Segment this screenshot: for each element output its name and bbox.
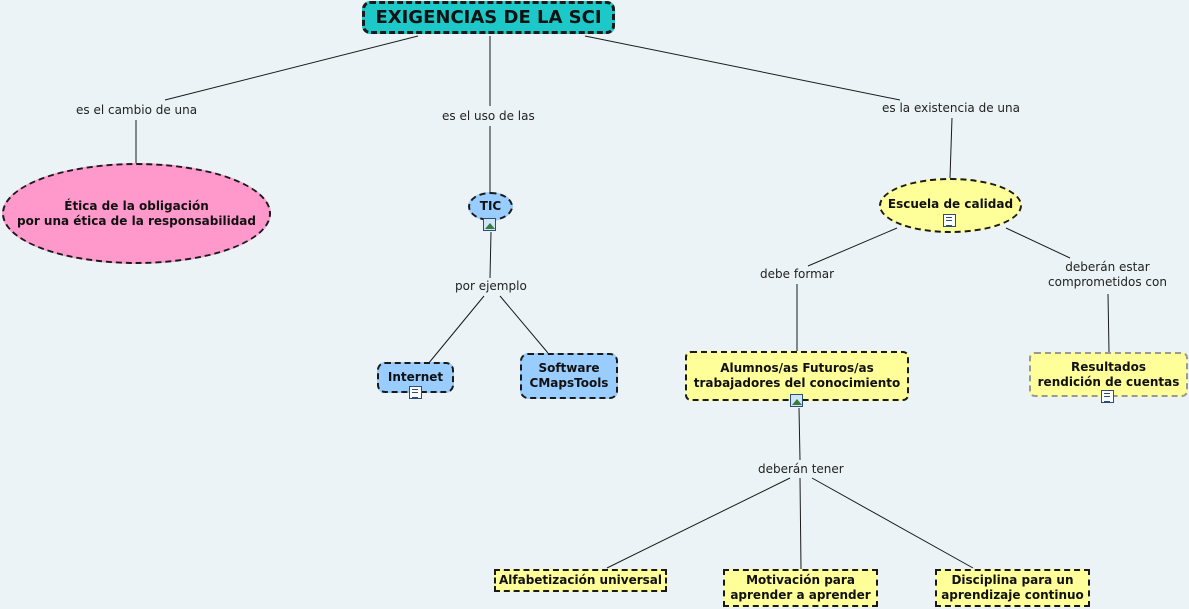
link-label-ejemplo: por ejemplo — [453, 279, 529, 294]
internet-node[interactable]: Internet — [377, 362, 454, 393]
etica-label: Ética de la obligación por una ética de … — [17, 198, 256, 228]
link-label-existencia: es la existencia de una — [880, 101, 1022, 116]
root-concept-node[interactable]: EXIGENCIAS DE LA SCI — [362, 1, 615, 34]
resultados-label: Resultados rendición de cuentas — [1037, 359, 1180, 389]
document-icon[interactable] — [1101, 390, 1114, 403]
document-icon[interactable] — [409, 386, 422, 399]
disciplina-label: Disciplina para un aprendizaje continuo — [941, 573, 1084, 602]
tic-node[interactable]: TIC — [468, 192, 513, 221]
alfabetizacion-label: Alfabetización universal — [498, 573, 662, 587]
motivacion-node[interactable]: Motivación para aprender a aprender — [723, 569, 878, 607]
tic-label: TIC — [479, 199, 502, 213]
image-icon[interactable] — [483, 218, 496, 231]
internet-label: Internet — [387, 370, 444, 384]
link-label-tener: deberán tener — [756, 462, 846, 477]
alumnos-label: Alumnos/as Futuros/as trabajadores del c… — [693, 361, 901, 390]
etica-node[interactable]: Ética de la obligación por una ética de … — [2, 163, 271, 264]
software-node[interactable]: Software CMapsTools — [520, 353, 618, 399]
disciplina-node[interactable]: Disciplina para un aprendizaje continuo — [935, 569, 1090, 607]
root-title: EXIGENCIAS DE LA SCI — [375, 7, 602, 28]
motivacion-label: Motivación para aprender a aprender — [730, 573, 871, 602]
link-label-comprometidos: deberán estar comprometidos con — [1046, 260, 1169, 290]
link-label-formar: debe formar — [758, 267, 837, 282]
link-label-cambio: es el cambio de una — [74, 103, 200, 118]
link-label-uso: es el uso de las — [440, 109, 537, 124]
alfabetizacion-node[interactable]: Alfabetización universal — [494, 569, 667, 592]
resultados-node[interactable]: Resultados rendición de cuentas — [1029, 352, 1188, 397]
software-label: Software CMapsTools — [529, 361, 609, 390]
image-icon[interactable] — [790, 394, 803, 407]
document-icon[interactable] — [943, 214, 956, 227]
escuela-label: Escuela de calidad — [887, 197, 1014, 211]
